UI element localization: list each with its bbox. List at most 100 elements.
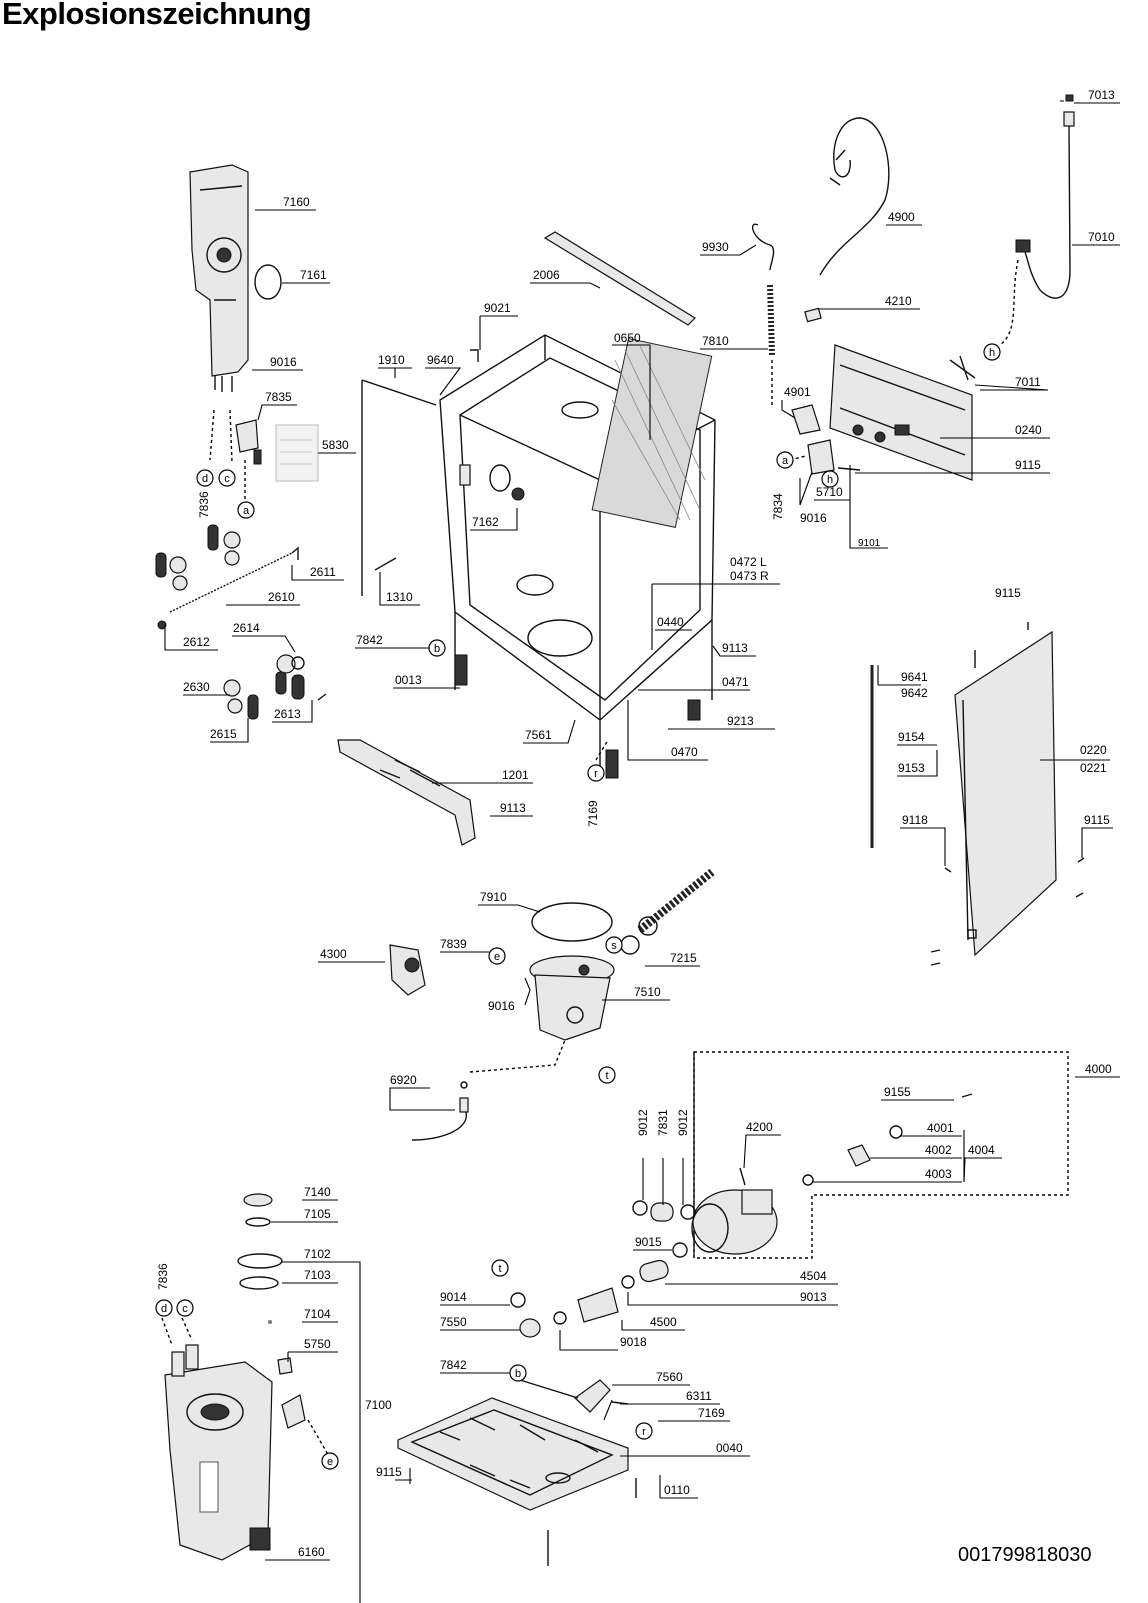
- marker-c: c: [218, 469, 236, 487]
- part-7161-gasket-ring: [254, 264, 282, 300]
- part-label-7839: 7839: [440, 937, 467, 951]
- part-label-7834: 7834: [771, 493, 785, 520]
- part-7910-seal-ring: [531, 902, 613, 942]
- svg-text:d: d: [161, 1303, 167, 1315]
- leader-lines: [164, 100, 1120, 1603]
- part-label-7169: 7169: [698, 1406, 725, 1420]
- part-label-9101: 9101: [858, 538, 881, 549]
- part-label-4004: 4004: [968, 1143, 995, 1157]
- part-label-4003: 4003: [925, 1167, 952, 1181]
- part-label-4000: 4000: [1085, 1062, 1112, 1076]
- part-tub-body: [439, 334, 716, 780]
- part-label-2006: 2006: [533, 268, 560, 282]
- part-7160-softener-housing: [189, 164, 249, 392]
- part-label-9641: 9641: [901, 670, 928, 684]
- part-label-2612: 2612: [183, 635, 210, 649]
- part-label-7810: 7810: [702, 334, 729, 348]
- part-label-9016: 9016: [488, 999, 515, 1013]
- part-label-2611: 2611: [310, 565, 336, 579]
- part-label-5750: 5750: [304, 1337, 331, 1351]
- part-5830-sheet: [275, 424, 319, 482]
- marker-e: e: [488, 947, 506, 965]
- part-1201-plinth: [337, 739, 476, 846]
- svg-text:r: r: [594, 768, 598, 780]
- part-label-7842: 7842: [440, 1358, 467, 1372]
- part-label-9021: 9021: [484, 301, 511, 315]
- part-label-7105: 7105: [304, 1207, 331, 1221]
- svg-text:t: t: [605, 1070, 608, 1082]
- part-label-7510: 7510: [634, 985, 661, 999]
- part-6920-sensor: [411, 1039, 566, 1141]
- svg-text:d: d: [202, 473, 208, 485]
- document-number: 001799818030: [958, 1544, 1092, 1566]
- svg-text:s: s: [611, 940, 617, 952]
- part-4210-block: [804, 307, 822, 323]
- svg-text:h: h: [827, 474, 833, 486]
- part-label-7842: 7842: [356, 633, 383, 647]
- part-label-9016: 9016: [270, 355, 297, 369]
- part-label-2615: 2615: [210, 727, 237, 741]
- part-label-0220: 0220: [1080, 743, 1107, 757]
- part-rail-wheels: [155, 524, 241, 630]
- marker-h: h: [983, 343, 1001, 361]
- svg-text:b: b: [434, 643, 440, 655]
- part-7215-hose: [620, 868, 715, 955]
- part-label-7215: 7215: [670, 951, 697, 965]
- marker-h: h: [821, 470, 839, 488]
- part-label-1201: 1201: [502, 768, 529, 782]
- part-0220-side-panel: [954, 630, 1057, 957]
- part-label-7550: 7550: [440, 1315, 467, 1329]
- marker-d: d: [155, 1299, 173, 1317]
- part-label-6920: 6920: [390, 1073, 417, 1087]
- part-label-4300: 4300: [320, 947, 347, 961]
- part-label-9012: 9012: [636, 1109, 650, 1136]
- screws-side: [930, 622, 1085, 966]
- connection-markers: d c a h a h b r e s t t d c b r e: [155, 343, 1001, 1470]
- part-label-9118: 9118: [902, 813, 928, 827]
- part-label-0110: 0110: [664, 1483, 690, 1497]
- svg-text:a: a: [782, 455, 789, 467]
- part-label-2614: 2614: [233, 621, 260, 635]
- part-label-9113: 9113: [722, 641, 748, 655]
- marker-r: r: [635, 1422, 653, 1440]
- svg-text:e: e: [494, 951, 500, 963]
- part-label-7169: 7169: [586, 800, 600, 827]
- hoses-7831: [621, 1200, 696, 1289]
- part-4300-pump: [389, 944, 426, 996]
- part-9930-hose: [751, 223, 775, 271]
- part-label-2613: 2613: [274, 707, 301, 721]
- part-label-9213: 9213: [727, 714, 754, 728]
- part-0240-control-panel: [829, 344, 976, 481]
- part-label-4001: 4001: [927, 1121, 954, 1135]
- part-label-0013: 0013: [395, 673, 422, 687]
- part-label-4200: 4200: [746, 1120, 773, 1134]
- marker-s: s: [605, 936, 623, 954]
- part-4901-bracket: [791, 404, 821, 435]
- part-label-7140: 7140: [304, 1185, 331, 1199]
- part-label-4210: 4210: [885, 294, 912, 308]
- part-label-7103: 7103: [304, 1268, 331, 1282]
- part-0040-base-tray: [397, 1397, 637, 1566]
- part-label-9115: 9115: [1084, 813, 1110, 827]
- svg-text:e: e: [327, 1456, 333, 1468]
- part-label-9013: 9013: [800, 1290, 827, 1304]
- part-7100-softener: [164, 1344, 306, 1561]
- part-4504-heat-pump: [691, 1093, 973, 1255]
- part-label-1310: 1310: [386, 590, 413, 604]
- marker-a: a: [776, 451, 794, 469]
- part-2614-wheels: [275, 654, 305, 700]
- part-label-9014: 9014: [440, 1290, 467, 1304]
- part-label-5830: 5830: [322, 438, 349, 452]
- marker-r: r: [587, 764, 605, 782]
- part-label-9930: 9930: [702, 240, 729, 254]
- part-label-7836: 7836: [197, 491, 211, 518]
- part-label-7835: 7835: [265, 390, 292, 404]
- part-7835-valve: [235, 419, 262, 465]
- part-label-7161: 7161: [300, 268, 327, 282]
- part-label-9153: 9153: [898, 761, 925, 775]
- part-label-9015: 9015: [635, 1235, 662, 1249]
- part-2610-rail: [169, 546, 299, 613]
- part-label-4901: 4901: [784, 385, 811, 399]
- part-9021-clip: [470, 349, 479, 362]
- part-2630-wheels: [223, 679, 327, 720]
